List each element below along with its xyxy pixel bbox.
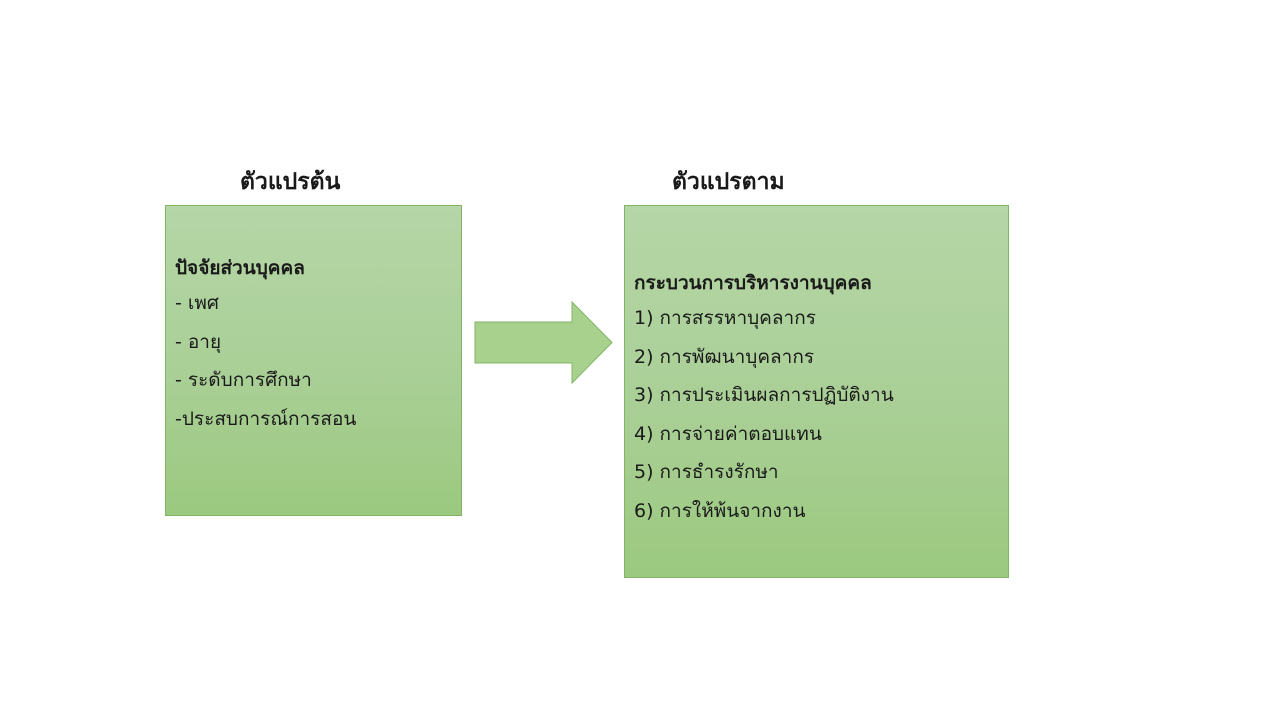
list-item: 4) การจ่ายค่าตอบแทน [634, 422, 822, 445]
list-item: 3) การประเมินผลการปฏิบัติงาน [634, 384, 894, 406]
list-item: 1) การสรรหาบุคลากร [634, 307, 816, 329]
dependent-variable-box: กระบวนการบริหารงานบุคคล 1) การสรรหาบุคลา… [624, 205, 1009, 578]
hr-process-list: 1) การสรรหาบุคลากร 2) การพัฒนาบุคลากร 3)… [634, 304, 894, 535]
list-item: - อายุ [175, 330, 222, 353]
list-item: - ระดับการศึกษา [175, 369, 312, 391]
right-arrow-icon [474, 301, 613, 384]
hr-management-process-title: กระบวนการบริหารงานบุคคล [634, 272, 872, 294]
dependent-variable-heading: ตัวแปรตาม [672, 169, 785, 195]
list-item: 5) การธำรงรักษา [634, 461, 779, 483]
independent-variable-heading: ตัวแปรต้น [240, 169, 341, 195]
personal-factors-title: ปัจจัยส่วนบุคคล [175, 257, 305, 279]
personal-factors-list: - เพศ - อายุ - ระดับการศึกษา -ประสบการณ์… [175, 289, 356, 443]
list-item: -ประสบการณ์การสอน [175, 407, 357, 430]
list-item: - เพศ [175, 292, 219, 314]
list-item: 6) การให้พ้นจากงาน [634, 499, 806, 522]
list-item: 2) การพัฒนาบุคลากร [634, 345, 815, 368]
independent-variable-box: ปัจจัยส่วนบุคคล - เพศ - อายุ - ระดับการศ… [165, 205, 462, 516]
